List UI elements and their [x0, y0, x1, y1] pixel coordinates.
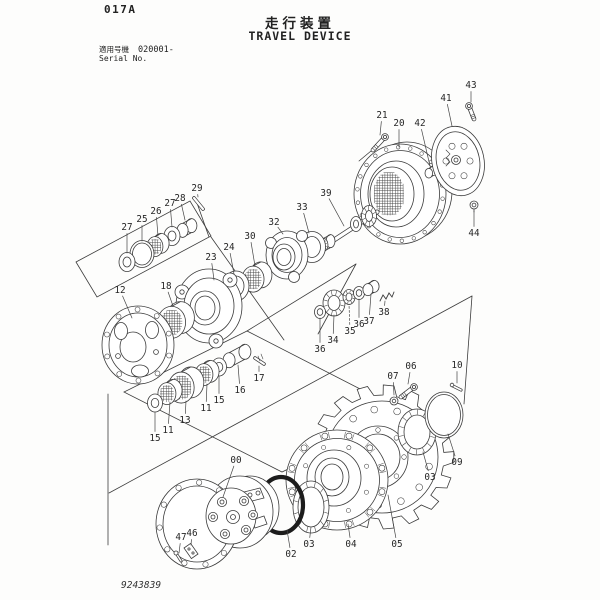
part-label-23: 23	[205, 252, 216, 263]
part-label-36: 36	[314, 344, 325, 355]
part-label-26: 26	[150, 206, 161, 217]
part-label-20: 20	[393, 118, 404, 129]
part-label-07: 07	[387, 371, 398, 382]
part-label-37: 37	[363, 316, 374, 327]
part-label-33: 33	[296, 202, 307, 213]
part-label-28: 28	[174, 193, 185, 204]
part-label-18: 18	[160, 281, 171, 292]
part-label-47: 47	[175, 532, 186, 543]
page-title-english: TRAVEL DEVICE	[248, 29, 352, 43]
part-label-38: 38	[378, 307, 389, 318]
part-label-17: 17	[253, 373, 264, 384]
serial-label-en: Serial No.	[99, 54, 148, 63]
part-label-25: 25	[136, 214, 147, 225]
part-label-36: 36	[353, 319, 364, 330]
part-label-27: 27	[121, 222, 132, 233]
part-label-05: 05	[391, 539, 402, 550]
part-label-15: 15	[213, 395, 224, 406]
serial-label-jp: 適用号機	[99, 45, 129, 54]
part-label-42: 42	[414, 118, 425, 129]
part-label-39: 39	[320, 188, 331, 199]
part-label-09: 09	[451, 457, 462, 468]
part-label-15: 15	[149, 433, 160, 444]
page-title-japanese: 走行装置	[265, 16, 335, 31]
part-label-29: 29	[191, 183, 202, 194]
part-label-13: 13	[179, 415, 190, 426]
part-label-21: 21	[376, 110, 387, 121]
serial-block: 適用号機 020001- Serial No.	[99, 46, 174, 63]
part-label-30: 30	[244, 231, 255, 242]
part-label-16: 16	[234, 385, 245, 396]
part-label-03: 03	[424, 472, 435, 483]
part-label-41: 41	[440, 93, 451, 104]
document-number: 9243839	[121, 580, 162, 591]
part-label-03: 03	[303, 539, 314, 550]
part-label-11: 11	[200, 403, 211, 414]
part-label-43: 43	[465, 80, 476, 91]
page-code: 017A	[104, 3, 137, 16]
part-label-02: 02	[285, 549, 296, 560]
part-label-32: 32	[268, 217, 279, 228]
part-label-27: 27	[164, 198, 175, 209]
serial-value: 020001-	[138, 45, 174, 55]
part-label-11: 11	[162, 425, 173, 436]
part-label-44: 44	[468, 228, 480, 239]
part-label-04: 04	[345, 539, 357, 550]
part-label-46: 46	[186, 528, 197, 539]
part-label-24: 24	[223, 242, 235, 253]
part-label-34: 34	[327, 335, 339, 346]
part-label-10: 10	[451, 360, 462, 371]
part-label-06: 06	[405, 361, 416, 372]
part-label-12: 12	[114, 285, 125, 296]
part-label-35: 35	[344, 326, 355, 337]
part-label-00: 00	[230, 455, 241, 466]
